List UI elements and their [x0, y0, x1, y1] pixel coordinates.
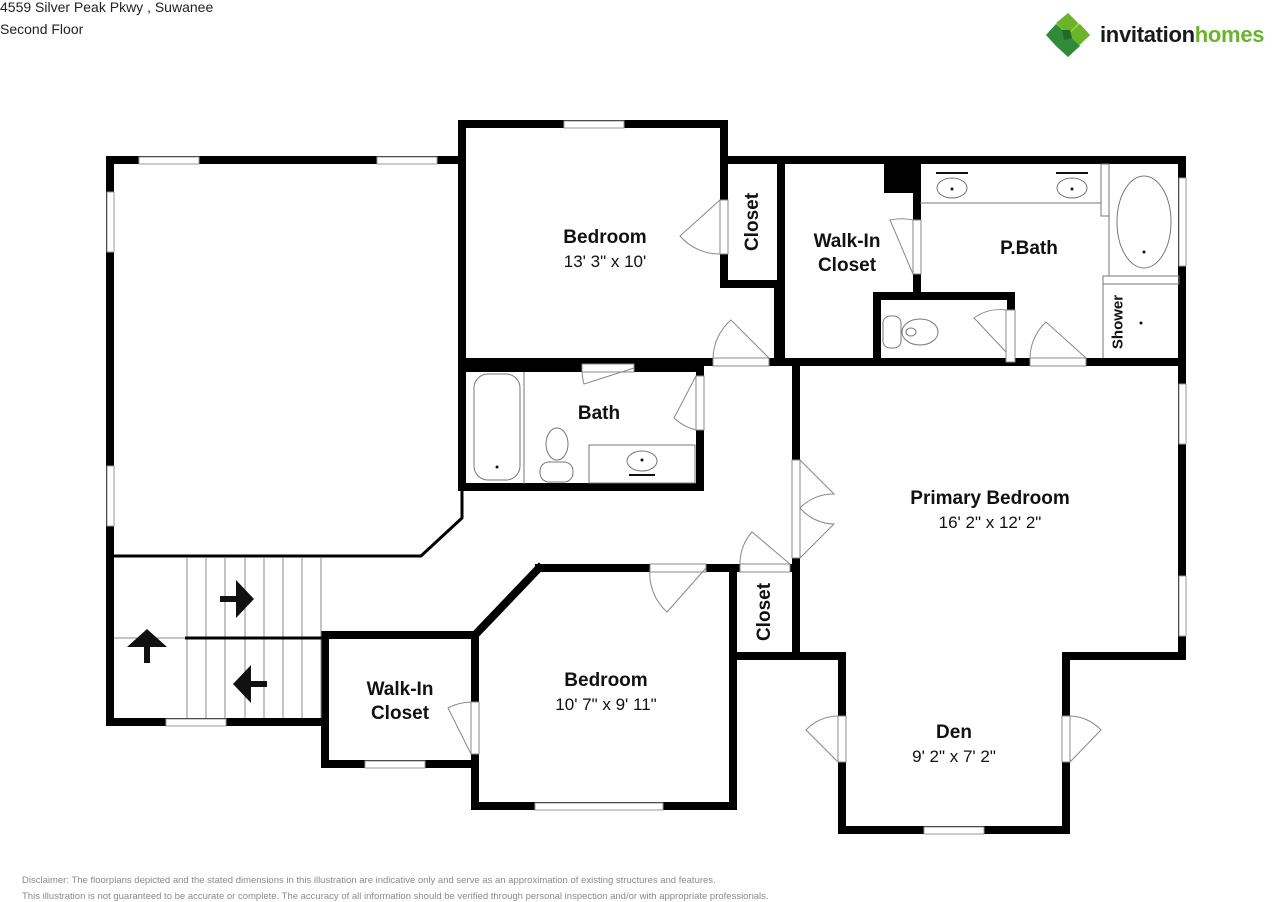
up-arrow-icon — [127, 629, 167, 663]
invitation-homes-leaf-logo-icon — [1046, 13, 1090, 57]
room-label-primary-bedroom: Primary Bedroom 16' 2" x 12' 2" — [910, 487, 1069, 535]
room-name: Den — [936, 722, 972, 743]
bathtub-icon — [1116, 175, 1172, 269]
room-dimensions: 10' 7" x 9' 11" — [555, 695, 657, 714]
stair-arrows — [127, 580, 267, 703]
room-label-closet-1: Closet — [742, 192, 763, 252]
room-label-bedroom-3: Bedroom 10' 7" x 9' 11" — [555, 669, 656, 717]
toilet-icon — [882, 315, 902, 349]
sink-icon — [626, 450, 658, 472]
open-area-wall — [110, 160, 464, 558]
room-name-line2: Closet — [370, 703, 430, 724]
fixture-dots — [495, 172, 1146, 476]
room-dimensions: 16' 2" x 12' 2" — [938, 513, 1042, 532]
disclaimer-line-1: Disclaimer: The floorplans depicted and … — [22, 875, 716, 886]
sink-icon — [1056, 177, 1088, 199]
room-label-primary-bath: P.Bath — [1000, 237, 1058, 261]
doors — [447, 199, 1102, 763]
room-name: Bath — [577, 403, 621, 424]
room-label-walk-in-closet-2: Walk-In Closet — [367, 678, 434, 726]
right-arrow-icon — [220, 580, 254, 618]
room-label-den: Den 9' 2" x 7' 2" — [912, 721, 996, 769]
logo-wordmark: invitationhomes — [1100, 22, 1265, 48]
disclaimer-line-2: This illustration is not guaranteed to b… — [22, 891, 769, 902]
room-dimensions: 9' 2" x 7' 2" — [912, 747, 996, 766]
room-label-walk-in-closet-primary: Walk-In Closet — [814, 230, 881, 278]
logo-text-invitation: invitation — [1100, 22, 1195, 47]
room-name: P.Bath — [1000, 238, 1058, 259]
room-name: Bedroom — [563, 227, 647, 248]
room-name-line1: Walk-In — [366, 679, 434, 700]
column — [884, 160, 917, 193]
toilet-icon — [545, 427, 569, 461]
left-arrow-icon — [233, 665, 267, 703]
sink-icon — [936, 177, 968, 199]
invitation-homes-logo: invitationhomes — [1044, 12, 1280, 58]
room-name-line1: Walk-In — [813, 231, 881, 252]
logo-text-homes: homes — [1194, 22, 1265, 47]
bath-fixtures — [473, 163, 1180, 484]
room-label-bedroom-2: Bedroom 13' 3" x 10' — [563, 226, 646, 274]
room-label-closet-2: Closet — [754, 582, 775, 642]
room-label-shower: Shower — [1109, 294, 1127, 350]
windows — [106, 120, 1187, 835]
room-name-line2: Closet — [817, 255, 877, 276]
room-name: Primary Bedroom — [910, 488, 1070, 509]
room-label-bath: Bath — [578, 402, 620, 426]
floor-label: Second Floor — [0, 21, 84, 37]
room-dimensions: 13' 3" x 10' — [563, 252, 647, 271]
room-name: Bedroom — [564, 670, 648, 691]
bathtub-icon — [473, 373, 521, 481]
property-address: 4559 Silver Peak Pkwy , Suwanee — [0, 0, 214, 15]
